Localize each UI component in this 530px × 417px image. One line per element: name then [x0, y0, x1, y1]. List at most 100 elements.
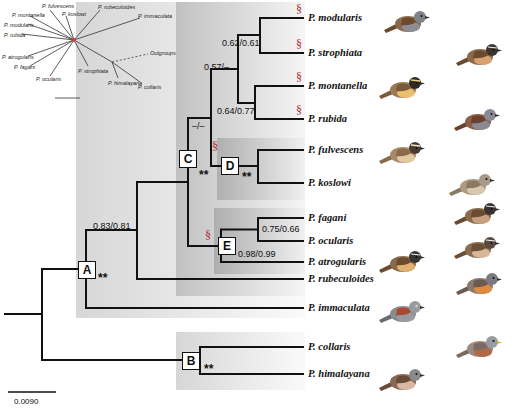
- drawing-circle: [415, 305, 417, 307]
- species-label: P. rubida: [308, 113, 347, 124]
- drawing-circle: [493, 277, 495, 279]
- clade-box: E: [218, 237, 236, 255]
- support-stars: **: [204, 362, 213, 376]
- drawing-path: [490, 179, 495, 182]
- species-label: P. modularis: [308, 12, 362, 23]
- drawing-path: [488, 47, 497, 48]
- drawing-group: [379, 369, 425, 391]
- species-label: P. montanella: [308, 80, 367, 91]
- support-value: 0.98/0.99: [238, 249, 276, 259]
- drawing-path: [188, 218, 303, 262]
- drawing-circle: [414, 11, 426, 23]
- clade-letter: A: [83, 264, 92, 276]
- support-value: 0.75/0.66: [262, 224, 300, 234]
- drawing-circle: [409, 142, 421, 154]
- clade-letter: E: [223, 240, 231, 252]
- drawing-path: [42, 347, 303, 374]
- drawing-path: [471, 210, 486, 218]
- drawing-circle: [416, 82, 418, 84]
- clade-box: A: [78, 261, 96, 279]
- drawing-path: [396, 84, 411, 92]
- drawing-path: [486, 206, 495, 207]
- drawing-circle: [484, 109, 496, 121]
- drawing-path: [495, 114, 500, 117]
- species-label: P. koslowi: [308, 177, 351, 188]
- species-label: P. strophiata: [308, 47, 362, 58]
- drawing-rect: [176, 2, 305, 296]
- clade-box: D: [221, 157, 239, 175]
- drawing-path: [22, 10, 140, 76]
- section-mark: §: [212, 139, 218, 154]
- drawing-circle: [409, 77, 421, 89]
- drawing-group: [379, 301, 425, 323]
- inset-label: P. himalayana: [108, 80, 142, 86]
- drawing-circle: [486, 273, 498, 285]
- drawing-path: [411, 254, 420, 255]
- species-label: P. rubeculoides: [308, 273, 374, 284]
- drawing-path: [396, 258, 411, 266]
- species-label: P. himalayana: [308, 368, 370, 379]
- drawing-path: [486, 240, 495, 241]
- drawing-line: [55, 98, 80, 99]
- drawing-circle: [421, 15, 423, 17]
- drawing-group: [456, 44, 502, 66]
- support-stars: **: [98, 271, 107, 285]
- drawing-circle: [491, 113, 493, 115]
- drawing-circle: [486, 44, 498, 56]
- drawing-path: [466, 181, 481, 189]
- drawing-group: [379, 142, 425, 164]
- inset-label: P. collaris: [138, 84, 161, 90]
- support-value: –/–: [192, 121, 205, 131]
- drawing-circle: [493, 49, 495, 51]
- scale-label: 0.0090: [14, 397, 38, 406]
- drawing-circle: [416, 373, 418, 375]
- section-mark: §: [296, 37, 302, 52]
- drawing-path: [420, 256, 425, 259]
- bird-illustrations: [379, 11, 502, 391]
- inset-label: P. strophiata: [78, 68, 108, 74]
- clade-box: B: [182, 352, 200, 370]
- inset-label: P. modularis: [4, 22, 34, 28]
- inset-label: P. rubeculoides: [98, 4, 135, 10]
- drawing-path: [420, 82, 425, 85]
- species-label: P. fagani: [308, 212, 346, 223]
- drawing-circle: [486, 336, 498, 348]
- inset-label: P. atrogularis: [2, 54, 34, 60]
- scale-bar: [8, 391, 56, 393]
- drawing-path: [396, 149, 411, 157]
- drawing-path: [420, 374, 425, 377]
- support-value: 0.83/0.81: [93, 221, 131, 231]
- drawing-path: [497, 49, 502, 52]
- drawing-group: [454, 237, 500, 259]
- drawing-circle: [491, 242, 493, 244]
- drawing-path: [473, 280, 488, 288]
- support-value: 0.64/0.77: [217, 106, 255, 116]
- drawing-circle: [409, 301, 421, 313]
- drawing-path: [497, 278, 502, 281]
- clade-box: C: [179, 150, 197, 168]
- drawing-path: [471, 116, 486, 124]
- drawing-path: [495, 208, 500, 211]
- drawing-circle: [409, 251, 421, 263]
- support-stars: **: [242, 170, 251, 184]
- drawing-path: [420, 147, 425, 150]
- drawing-circle: [409, 369, 421, 381]
- drawing-path: [137, 118, 188, 246]
- drawing-rect: [176, 332, 305, 390]
- drawing-circle: [479, 174, 491, 186]
- drawing-path: [211, 150, 303, 183]
- drawing-path: [411, 145, 420, 146]
- drawing-circle: [484, 237, 496, 249]
- drawing-group: [456, 273, 502, 295]
- section-mark: §: [296, 2, 302, 17]
- inset-label: P. ocularis: [36, 76, 61, 82]
- drawing-path: [401, 18, 416, 26]
- drawing-circle: [72, 38, 76, 42]
- inset-label: P. fagani: [14, 64, 35, 70]
- drawing-rect: [76, 2, 305, 318]
- drawing-group: [454, 203, 500, 225]
- section-mark: §: [296, 70, 302, 85]
- drawing-circle: [484, 203, 496, 215]
